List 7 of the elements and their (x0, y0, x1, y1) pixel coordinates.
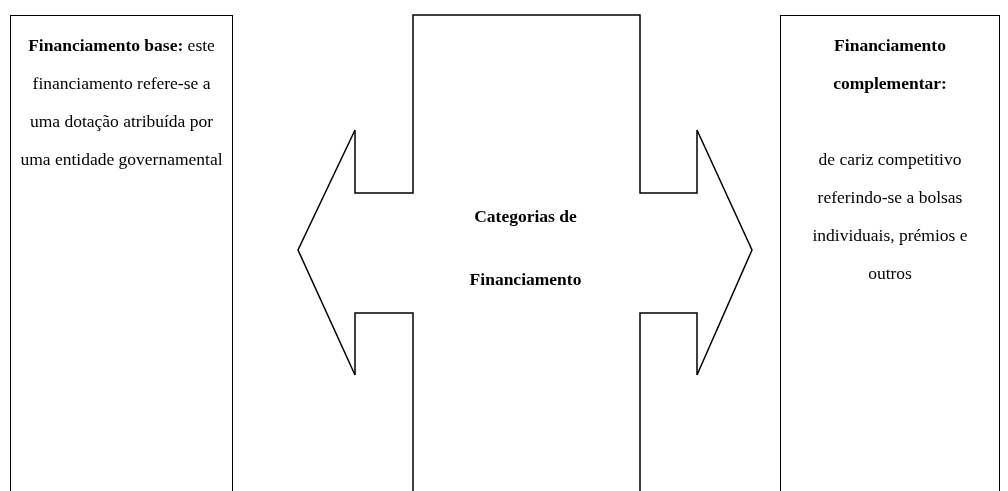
heading-text: Financiamento complementar: (832, 34, 948, 95)
title-text: Categorias de Financiamento (468, 205, 583, 291)
text-box (10, 15, 233, 491)
double-arrow-callout (298, 15, 752, 491)
description-text: Financiamento base: este financiamento refere-se a uma dotação atribuída por uma entidade governamental (19, 34, 224, 171)
text-box (780, 15, 1000, 491)
description-text: de cariz competitivo referindo-se a bolsas individuais, prémios e outros (811, 148, 969, 285)
